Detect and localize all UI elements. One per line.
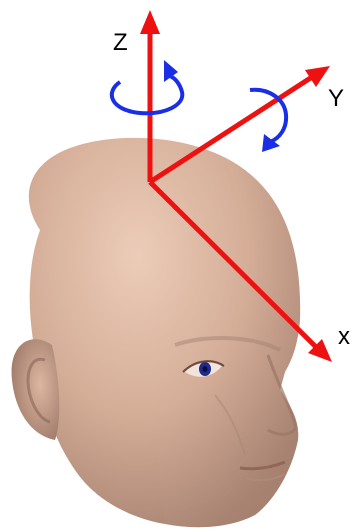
y-rotation-arrow <box>249 87 289 152</box>
y-axis-label: Y <box>328 85 344 112</box>
mouth <box>239 460 286 471</box>
head-model <box>11 137 301 528</box>
axes <box>140 10 332 362</box>
z-axis <box>140 10 160 182</box>
z-axis-arrowhead <box>140 10 160 34</box>
cheek-line <box>214 394 246 456</box>
x-axis <box>148 180 332 362</box>
x-axis-arrowhead <box>308 339 332 362</box>
z-rotation-arrow <box>109 60 185 116</box>
lower-lip <box>244 473 286 482</box>
y-axis-arrowhead <box>305 66 330 87</box>
x-axis-label: x <box>338 323 350 350</box>
eye <box>182 360 225 377</box>
ear <box>11 339 60 440</box>
brow-ridge <box>174 336 281 352</box>
face-shading <box>150 328 299 528</box>
z-axis-label: Z <box>113 29 128 56</box>
y-axis <box>148 66 330 185</box>
nose <box>266 354 298 436</box>
